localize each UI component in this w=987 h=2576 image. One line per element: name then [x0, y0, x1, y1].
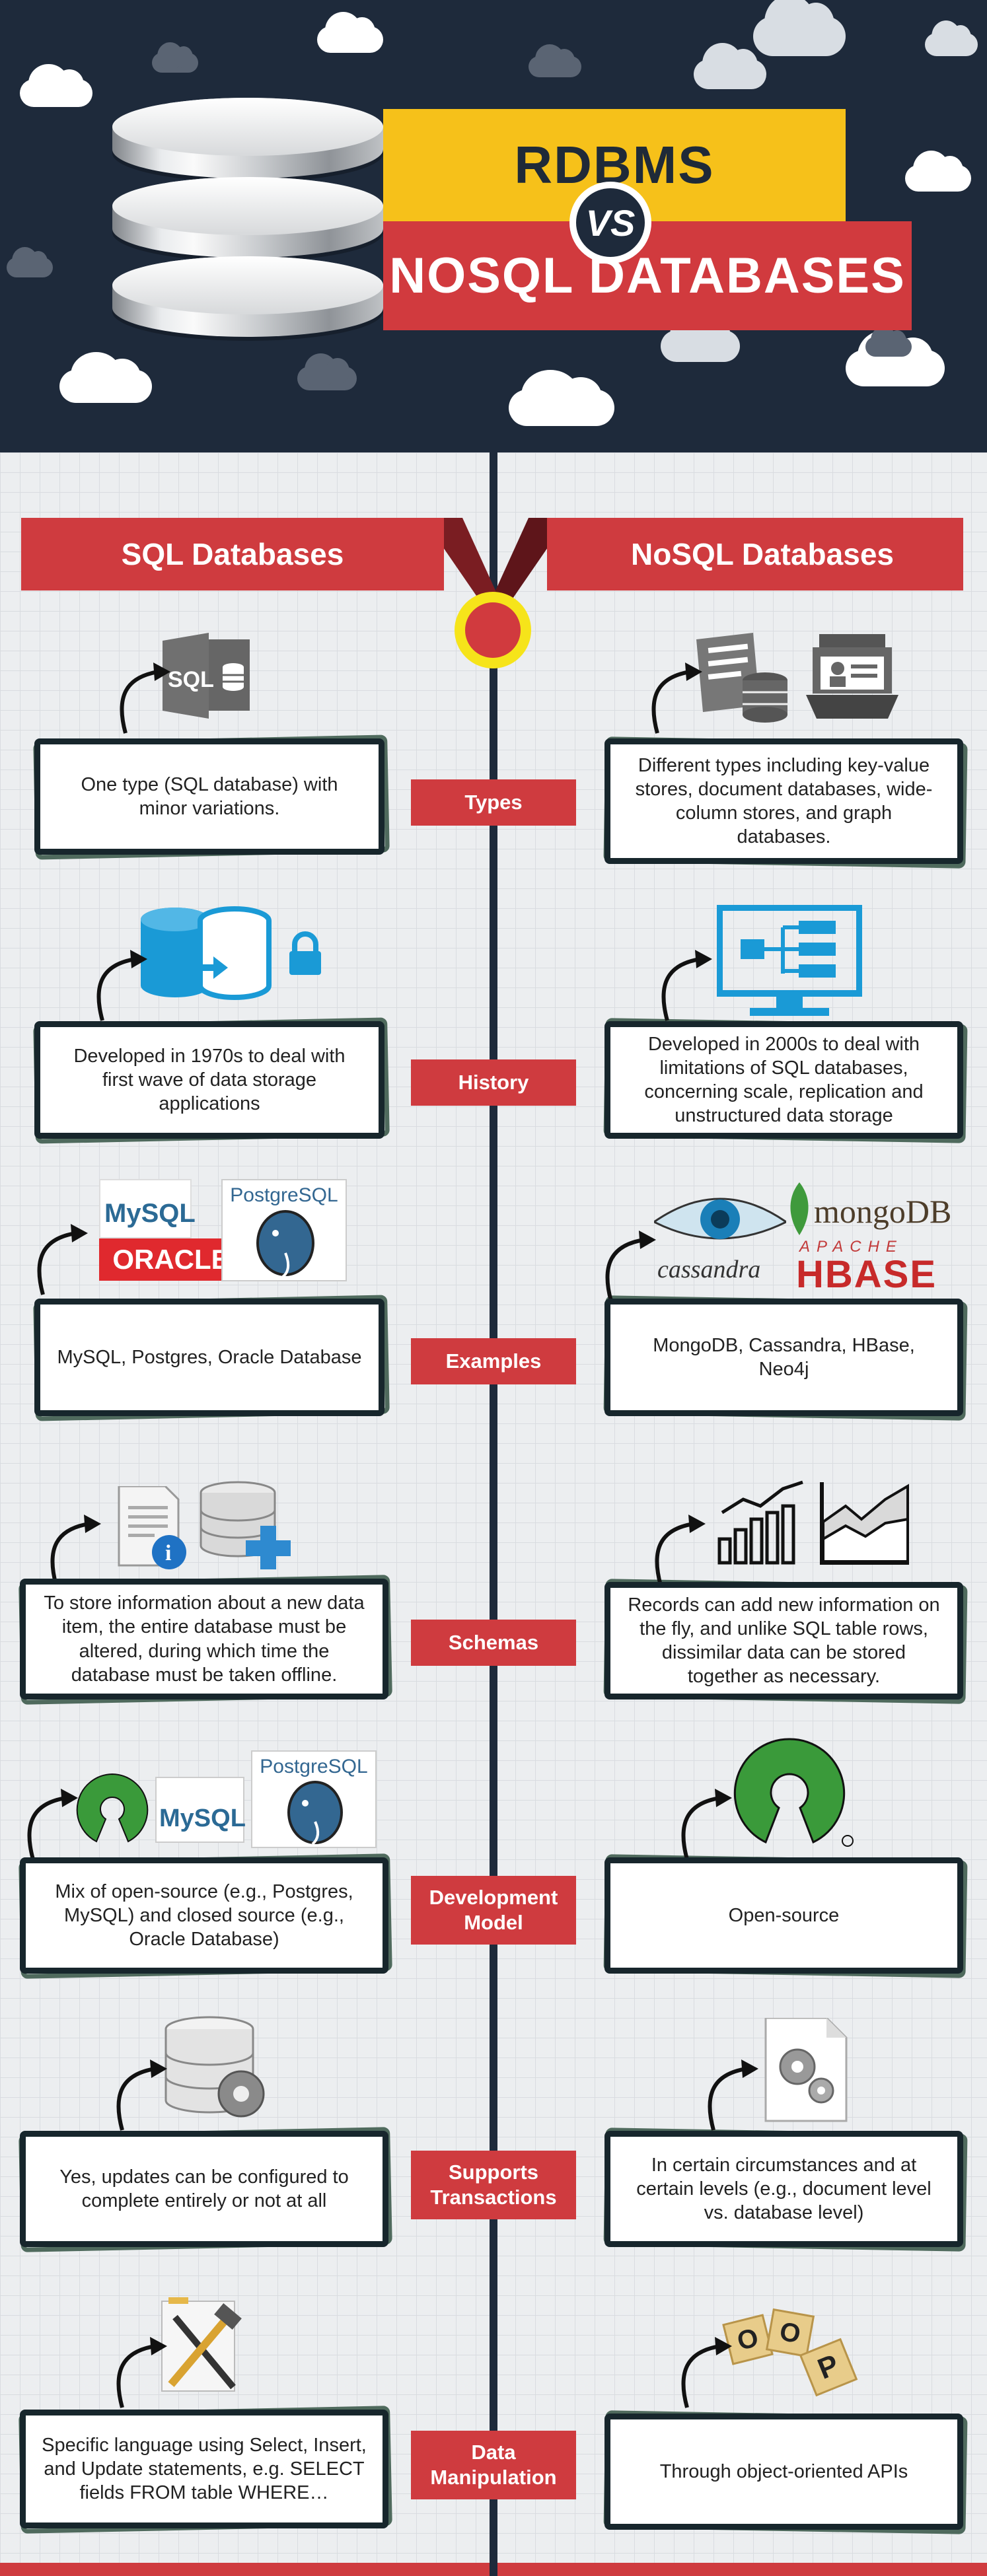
cloud-icon: [905, 151, 971, 192]
curved-arrow-icon: [651, 662, 702, 734]
cassandra-logo: cassandra: [657, 1256, 761, 1283]
open-source-icon: [76, 1773, 149, 1843]
postgresql-logo: PostgreSQL: [251, 1750, 377, 1848]
development-sql-card: Mix of open-source (e.g., Postgres, MySQ…: [20, 1857, 388, 1974]
monitor-hierarchy-icon: [717, 905, 862, 1016]
oracle-logo: ORACLE: [99, 1238, 243, 1281]
lock-icon: [289, 931, 321, 975]
mysql-logo: MySQL: [155, 1777, 246, 1843]
row-label-supports-transactions: Supports Transactions: [411, 2151, 576, 2219]
curved-arrow-icon: [655, 1515, 706, 1586]
cloud-icon: [317, 12, 383, 53]
header-banner: RDBMS NOSQL DATABASES VS: [0, 0, 987, 452]
database-gear-icon: [164, 2016, 265, 2118]
database-transfer-icon: [141, 906, 272, 1000]
gear-document-icon: [764, 2018, 848, 2122]
mongodb-leaf-icon: [790, 1182, 809, 1235]
curved-arrow-icon: [116, 2059, 167, 2131]
medal-icon: [455, 592, 531, 668]
cloud-icon: [865, 326, 912, 357]
curved-arrow-icon: [96, 950, 147, 1021]
cloud-icon: [753, 0, 846, 56]
vs-badge: VS: [569, 182, 651, 264]
documents-database-icon: [696, 633, 787, 723]
row-label-history: History: [411, 1059, 576, 1106]
cloud-icon: [661, 312, 740, 362]
cloud-icon: [529, 44, 581, 77]
row-label-data-manipulation: Data Manipulation: [411, 2431, 576, 2499]
cloud-icon: [59, 351, 152, 403]
schemas-nosql-card: Records can add new information on the f…: [604, 1582, 963, 1699]
cloud-icon: [7, 246, 53, 277]
types-sql-card: One type (SQL database) with minor varia…: [34, 738, 384, 855]
postgresql-logo: PostgreSQL: [221, 1179, 347, 1281]
scrabble-tiles-icon: O O P: [722, 2308, 885, 2404]
svg-text:i: i: [165, 1541, 171, 1565]
cassandra-eye-icon: [654, 1198, 786, 1240]
svg-text:SQL: SQL: [168, 667, 214, 692]
area-chart-icon: [820, 1482, 909, 1565]
schemas-sql-card: To store information about a new data it…: [20, 1579, 388, 1699]
curved-arrow-icon: [120, 662, 170, 734]
curved-arrow-icon: [681, 1789, 732, 1860]
cloud-icon: [20, 63, 92, 107]
curved-arrow-icon: [708, 2059, 758, 2131]
tile-o: O: [765, 2308, 815, 2358]
sql-file-icon: SQL: [163, 633, 250, 719]
curved-arrow-icon: [661, 950, 712, 1021]
mongodb-logo: mongoDB: [814, 1193, 952, 1230]
cloud-icon: [297, 353, 357, 390]
curved-arrow-icon: [605, 1231, 656, 1302]
history-nosql-card: Developed in 2000s to deal with limitati…: [604, 1021, 963, 1139]
tools-icon: [161, 2297, 242, 2392]
profile-card-icon: [806, 634, 898, 719]
row-label-examples: Examples: [411, 1338, 576, 1384]
center-divider: [490, 452, 497, 2576]
row-label-development-model: Development Model: [411, 1876, 576, 1945]
cloud-icon: [152, 42, 198, 73]
bar-chart-icon: [717, 1480, 803, 1565]
curved-arrow-icon: [50, 1515, 101, 1586]
transactions-nosql-card: In certain circumstances and at certain …: [604, 2131, 963, 2247]
database-stack-icon: [112, 98, 383, 349]
curved-arrow-icon: [27, 1789, 78, 1860]
open-source-icon: [733, 1738, 854, 1847]
row-label-schemas: Schemas: [411, 1620, 576, 1666]
ribbon-fold: [423, 518, 568, 624]
manipulation-sql-card: Specific language using Select, Insert, …: [20, 2410, 388, 2528]
development-nosql-card: Open-source: [604, 1857, 963, 1974]
document-info-icon: i: [118, 1486, 186, 1569]
examples-nosql-card: MongoDB, Cassandra, HBase, Neo4j: [604, 1299, 963, 1416]
manipulation-nosql-card: Through object-oriented APIs: [604, 2414, 963, 2530]
column-header-nosql: NoSQL Databases: [562, 518, 963, 590]
database-plus-icon: [200, 1481, 291, 1569]
cloud-icon: [925, 20, 978, 56]
types-nosql-card: Different types including key-value stor…: [604, 738, 963, 864]
transactions-sql-card: Yes, updates can be configured to comple…: [20, 2131, 388, 2247]
column-header-sql: SQL Databases: [21, 518, 444, 590]
curved-arrow-icon: [37, 1224, 88, 1295]
row-label-types: Types: [411, 779, 576, 826]
cloud-icon: [509, 369, 614, 426]
history-sql-card: Developed in 1970s to deal with first wa…: [34, 1021, 384, 1139]
curved-arrow-icon: [116, 2337, 167, 2408]
hbase-logo: HBASE: [796, 1253, 937, 1296]
mysql-logo: MySQL: [99, 1179, 196, 1238]
apache-label: APACHE: [799, 1238, 903, 1256]
cloud-icon: [694, 43, 766, 89]
curved-arrow-icon: [681, 2337, 732, 2408]
examples-sql-card: MySQL, Postgres, Oracle Database: [34, 1299, 384, 1416]
